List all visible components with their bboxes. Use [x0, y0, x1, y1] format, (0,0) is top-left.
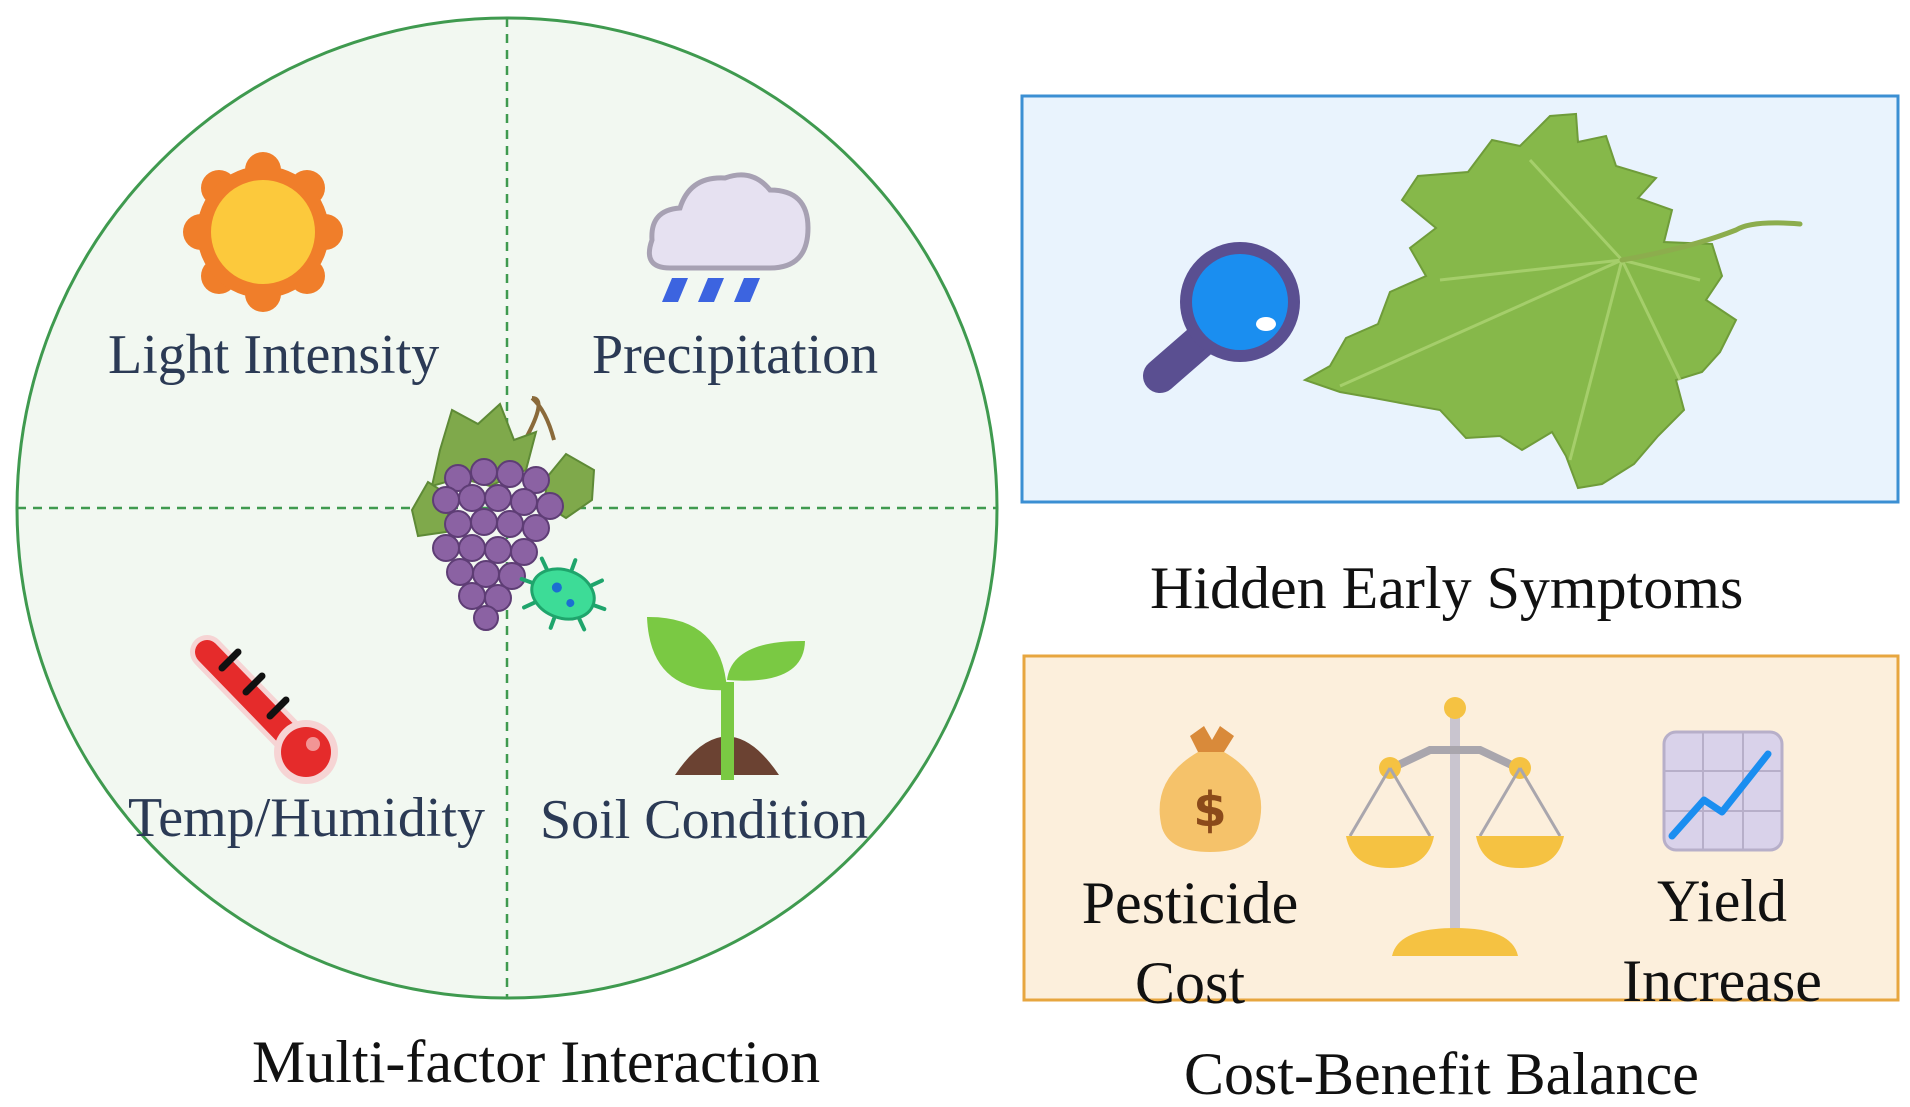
- light-intensity-label: Light Intensity: [108, 324, 440, 386]
- multi-factor-caption: Multi-factor Interaction: [252, 1029, 821, 1095]
- growth-chart-icon: [1662, 730, 1784, 852]
- yield-increase-line2: Increase: [1622, 947, 1822, 1014]
- multi-factor-diagram: [15, 16, 999, 1000]
- soil-condition-label: Soil Condition: [540, 789, 869, 851]
- svg-text:$: $: [1193, 782, 1226, 838]
- rain-cloud-icon: [646, 172, 811, 302]
- cost-benefit-caption: Cost-Benefit Balance: [1184, 1041, 1699, 1107]
- pathogen-icon: [519, 556, 607, 632]
- money-bag-icon: $: [1159, 726, 1262, 852]
- grape-cluster-icon: [410, 396, 596, 631]
- thermometer-icon: [190, 635, 338, 784]
- pesticide-cost-label: Pesticide Cost: [1050, 864, 1330, 1024]
- temp-humidity-label: Temp/Humidity: [128, 787, 485, 849]
- precipitation-label: Precipitation: [592, 324, 879, 386]
- sun-icon: [183, 152, 343, 312]
- grape-leaf-icon: [1302, 112, 1803, 490]
- symptoms-panel: [1020, 94, 1900, 504]
- yield-increase-label: Yield Increase: [1582, 862, 1862, 1022]
- yield-increase-line1: Yield: [1657, 868, 1787, 934]
- pesticide-cost-line2: Cost: [1134, 949, 1246, 1016]
- cost-benefit-panel: $: [1022, 654, 1900, 1002]
- symptoms-caption: Hidden Early Symptoms: [1150, 555, 1744, 621]
- sprout-icon: [647, 616, 805, 780]
- pesticide-cost-line1: Pesticide: [1081, 870, 1299, 936]
- magnifier-icon: [1143, 242, 1300, 393]
- balance-scale-icon: [1346, 697, 1564, 956]
